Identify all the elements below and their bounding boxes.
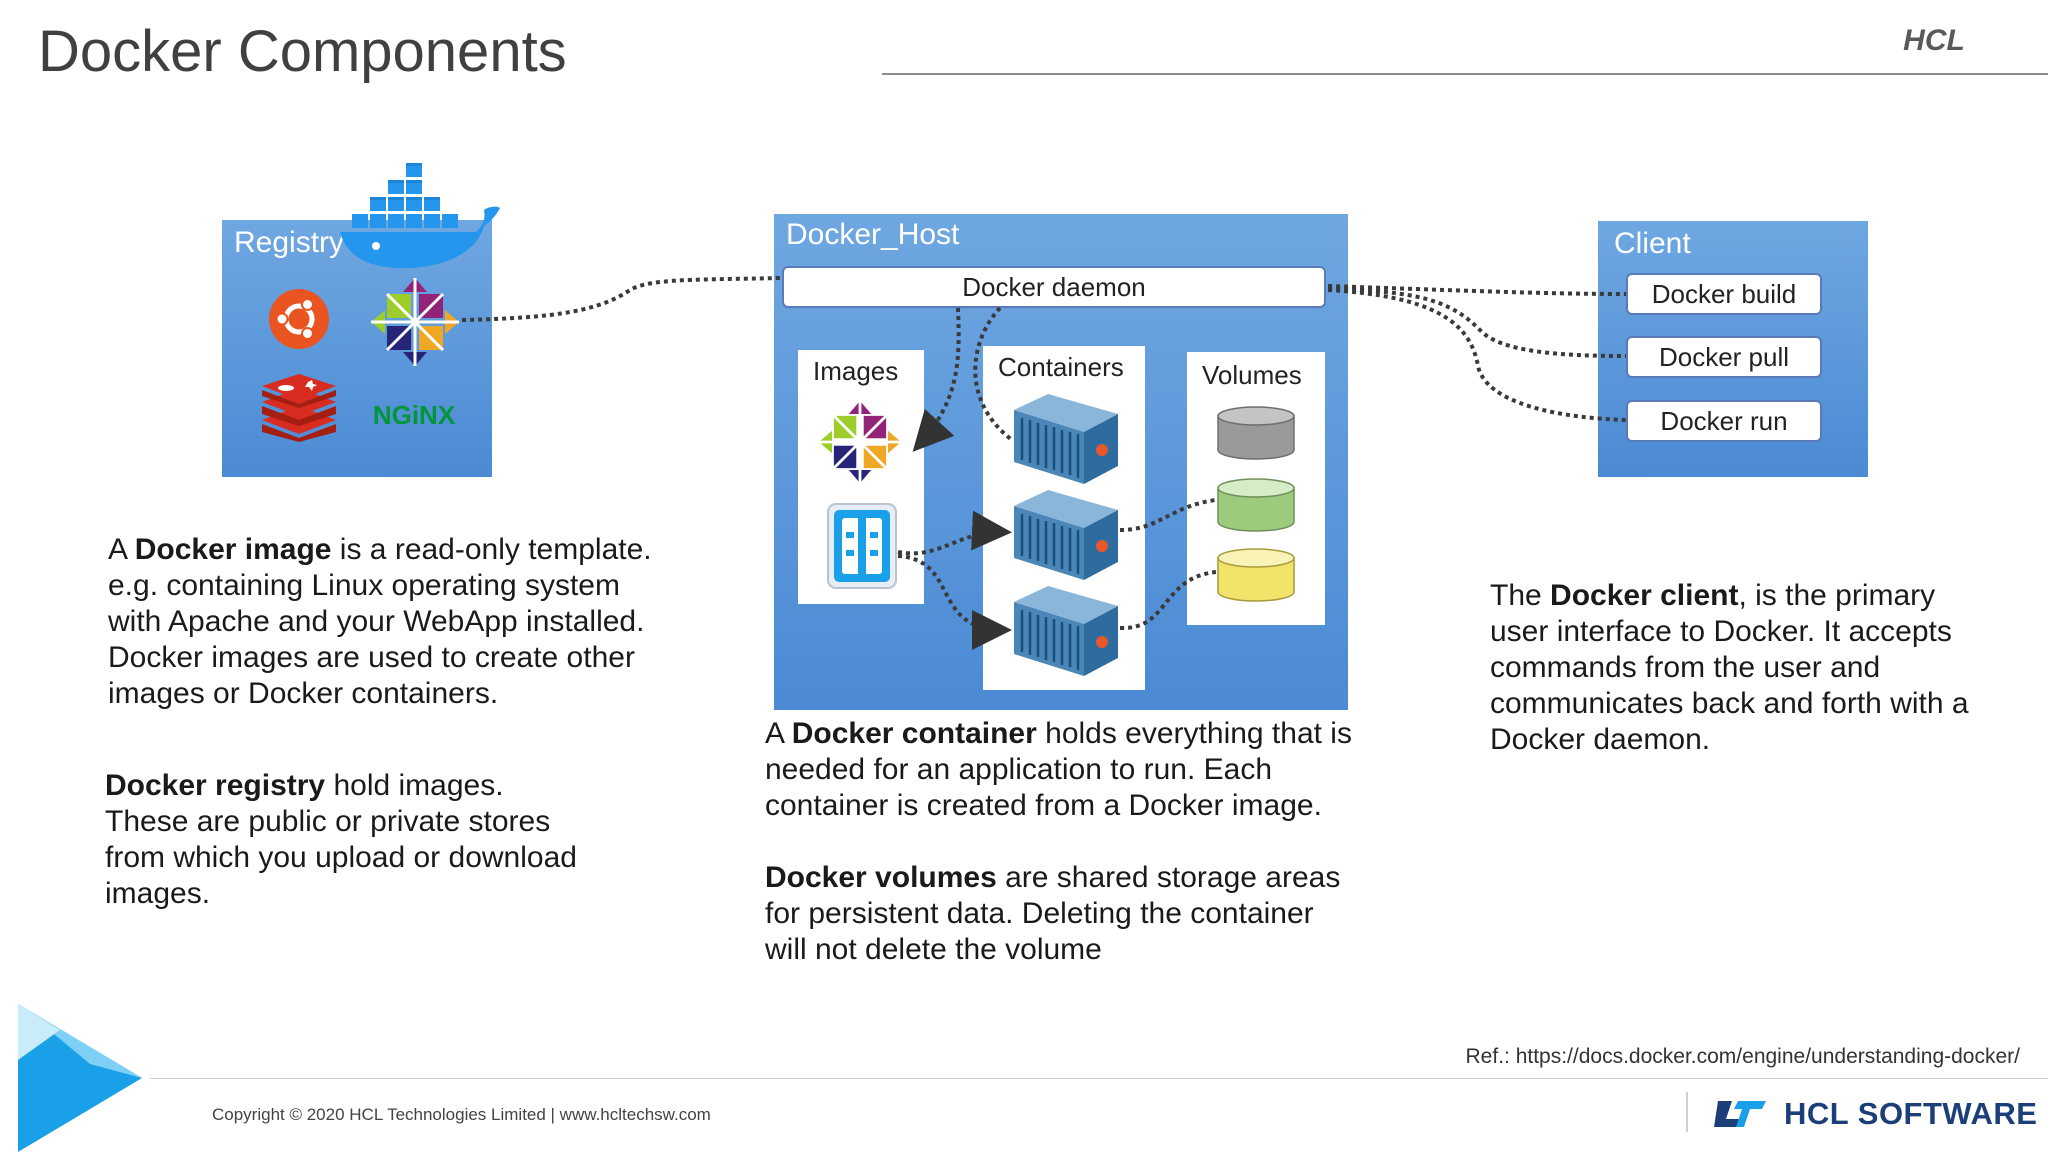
volumes-label: Volumes: [1202, 360, 1302, 390]
hcl-logo-icon: HCL: [1903, 24, 1965, 57]
nginx-icon: NGiNX: [373, 400, 456, 430]
docker-whale-icon: [340, 163, 500, 269]
container-3-to-volume-connector: [1119, 570, 1217, 631]
centos-icon: [371, 278, 459, 366]
docker-run-command: Docker run: [1626, 400, 1822, 442]
docker-run-label: Docker run: [1660, 405, 1788, 436]
docker-daemon-box: Docker daemon: [782, 266, 1326, 308]
centos-icon: [818, 400, 902, 484]
container-2-to-volume-connector: [1119, 498, 1217, 532]
hcl-logo-text: HCL: [1903, 24, 1965, 57]
nginx-logo-text: NGiNX: [373, 400, 456, 430]
daemon-to-pull-connector: [1327, 286, 1627, 358]
volume-icon: [1217, 478, 1295, 532]
hcl-software-logo-icon: [1714, 1101, 1766, 1127]
image-to-container-3-connector: [897, 554, 1012, 650]
container-icon: [1014, 490, 1118, 580]
container-icon: [1014, 394, 1118, 484]
images-label: Images: [813, 356, 899, 386]
volume-icon: [1217, 548, 1295, 602]
image-term: Docker image: [134, 533, 332, 566]
container-description: A Docker container holds everything that…: [765, 717, 1352, 822]
registry-label: Registry: [234, 226, 345, 259]
client-label: Client: [1614, 227, 1691, 260]
title-divider: [882, 73, 2048, 75]
client-description: The Docker client, is the primary user i…: [1490, 579, 1969, 756]
volumes-term: Docker volumes: [765, 861, 997, 894]
registry-panel: Registry: [222, 220, 492, 477]
volume-icon: [1217, 406, 1295, 460]
daemon-to-run-connector: [1327, 288, 1627, 422]
hcl-software-logo: HCL SOFTWARE: [1712, 1096, 2037, 1132]
image-description: A Docker image is a read-only template. …: [108, 533, 652, 710]
registry-description: Docker registry hold images. These are p…: [105, 769, 577, 910]
daemon-to-build-connector: [1327, 284, 1627, 296]
docker-daemon-label: Docker daemon: [962, 271, 1146, 302]
hcl-software-text: HCL SOFTWARE: [1784, 1096, 2038, 1131]
footer-divider: [150, 1078, 2048, 1079]
docker-build-command: Docker build: [1626, 273, 1822, 315]
docker-pull-label: Docker pull: [1658, 341, 1790, 372]
redis-icon: [262, 374, 336, 442]
containers-label: Containers: [998, 352, 1124, 382]
docker-build-label: Docker build: [1651, 278, 1797, 309]
client-term: Docker client: [1550, 579, 1739, 612]
docker-host-label: Docker_Host: [786, 218, 960, 251]
footer-logo-divider: [1686, 1092, 1688, 1132]
copyright-text: Copyright © 2020 HCL Technologies Limite…: [212, 1105, 711, 1124]
container-term: Docker container: [791, 717, 1037, 750]
registry-to-daemon-connector: [461, 276, 781, 322]
app-image-icon: [827, 503, 897, 589]
ubuntu-icon: [269, 289, 329, 349]
page-title: Docker Components: [38, 19, 567, 84]
container-icon: [1014, 586, 1118, 676]
play-triangle-icon: [18, 1004, 142, 1152]
image-to-container-2-connector: [897, 510, 1012, 556]
registry-term: Docker registry: [105, 769, 326, 802]
reference-link[interactable]: Ref.: https://docs.docker.com/engine/und…: [1465, 1045, 2020, 1068]
daemon-to-images-connector: [912, 307, 961, 452]
docker-pull-command: Docker pull: [1626, 336, 1822, 378]
volumes-description: Docker volumes are shared storage areas …: [765, 861, 1341, 966]
daemon-to-containers-connector: [973, 306, 1014, 442]
